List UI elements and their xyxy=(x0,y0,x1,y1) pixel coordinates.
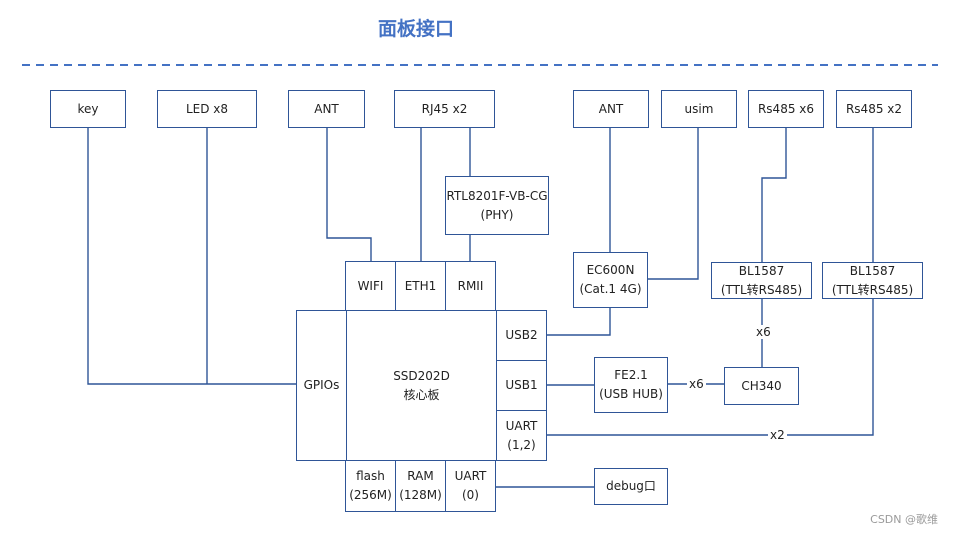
phy-chip-box: RTL8201F-VB-CG (PHY) xyxy=(445,176,549,235)
ant-4g-box: ANT xyxy=(573,90,649,128)
fe21-hub-box: FE2.1 (USB HUB) xyxy=(594,357,668,413)
diagram-title: 面板接口 xyxy=(378,18,455,40)
eth1-port: ETH1 xyxy=(395,261,446,311)
flash-port: flash (256M) xyxy=(345,460,396,512)
rs485-x6-box: Rs485 x6 xyxy=(748,90,824,128)
led-box: LED x8 xyxy=(157,90,257,128)
line-ec600n-to-usb2 xyxy=(547,308,611,336)
usim-box: usim xyxy=(661,90,737,128)
core-board-box: SSD202D 核心板 xyxy=(346,310,497,461)
bl1587-box-left: BL1587 (TTL转RS485) xyxy=(711,262,812,299)
line-ant-to-wifi xyxy=(326,128,372,261)
gpios-port: GPIOs xyxy=(296,310,347,461)
usb1-port: USB1 xyxy=(496,360,547,411)
edge-label-uart12-rs485: x2 xyxy=(768,428,787,442)
line-uart12-to-bl1587 xyxy=(547,299,874,436)
ec600n-module-box: EC600N (Cat.1 4G) xyxy=(573,252,648,308)
rj45-box: RJ45 x2 xyxy=(394,90,495,128)
ram-port: RAM (128M) xyxy=(395,460,446,512)
debug-port-box: debug口 xyxy=(594,468,668,505)
rmii-port: RMII xyxy=(445,261,496,311)
uart0-port: UART (0) xyxy=(445,460,496,512)
edge-label-fe21-ch340: x6 xyxy=(687,377,706,391)
rs485-x2-box: Rs485 x2 xyxy=(836,90,912,128)
key-box: key xyxy=(50,90,126,128)
edge-label-bl1587-ch340: x6 xyxy=(754,325,773,339)
line-rs485x6-to-bl1587 xyxy=(761,128,787,262)
bl1587-box-right: BL1587 (TTL转RS485) xyxy=(822,262,923,299)
line-usim-to-ec600n xyxy=(648,128,699,280)
uart12-port: UART (1,2) xyxy=(496,410,547,461)
usb2-port: USB2 xyxy=(496,310,547,361)
ant-wifi-box: ANT xyxy=(288,90,365,128)
watermark: CSDN @歌维 xyxy=(870,513,938,526)
line-key-to-gpios xyxy=(87,128,296,385)
ch340-box: CH340 xyxy=(724,367,799,405)
wifi-port: WIFI xyxy=(345,261,396,311)
